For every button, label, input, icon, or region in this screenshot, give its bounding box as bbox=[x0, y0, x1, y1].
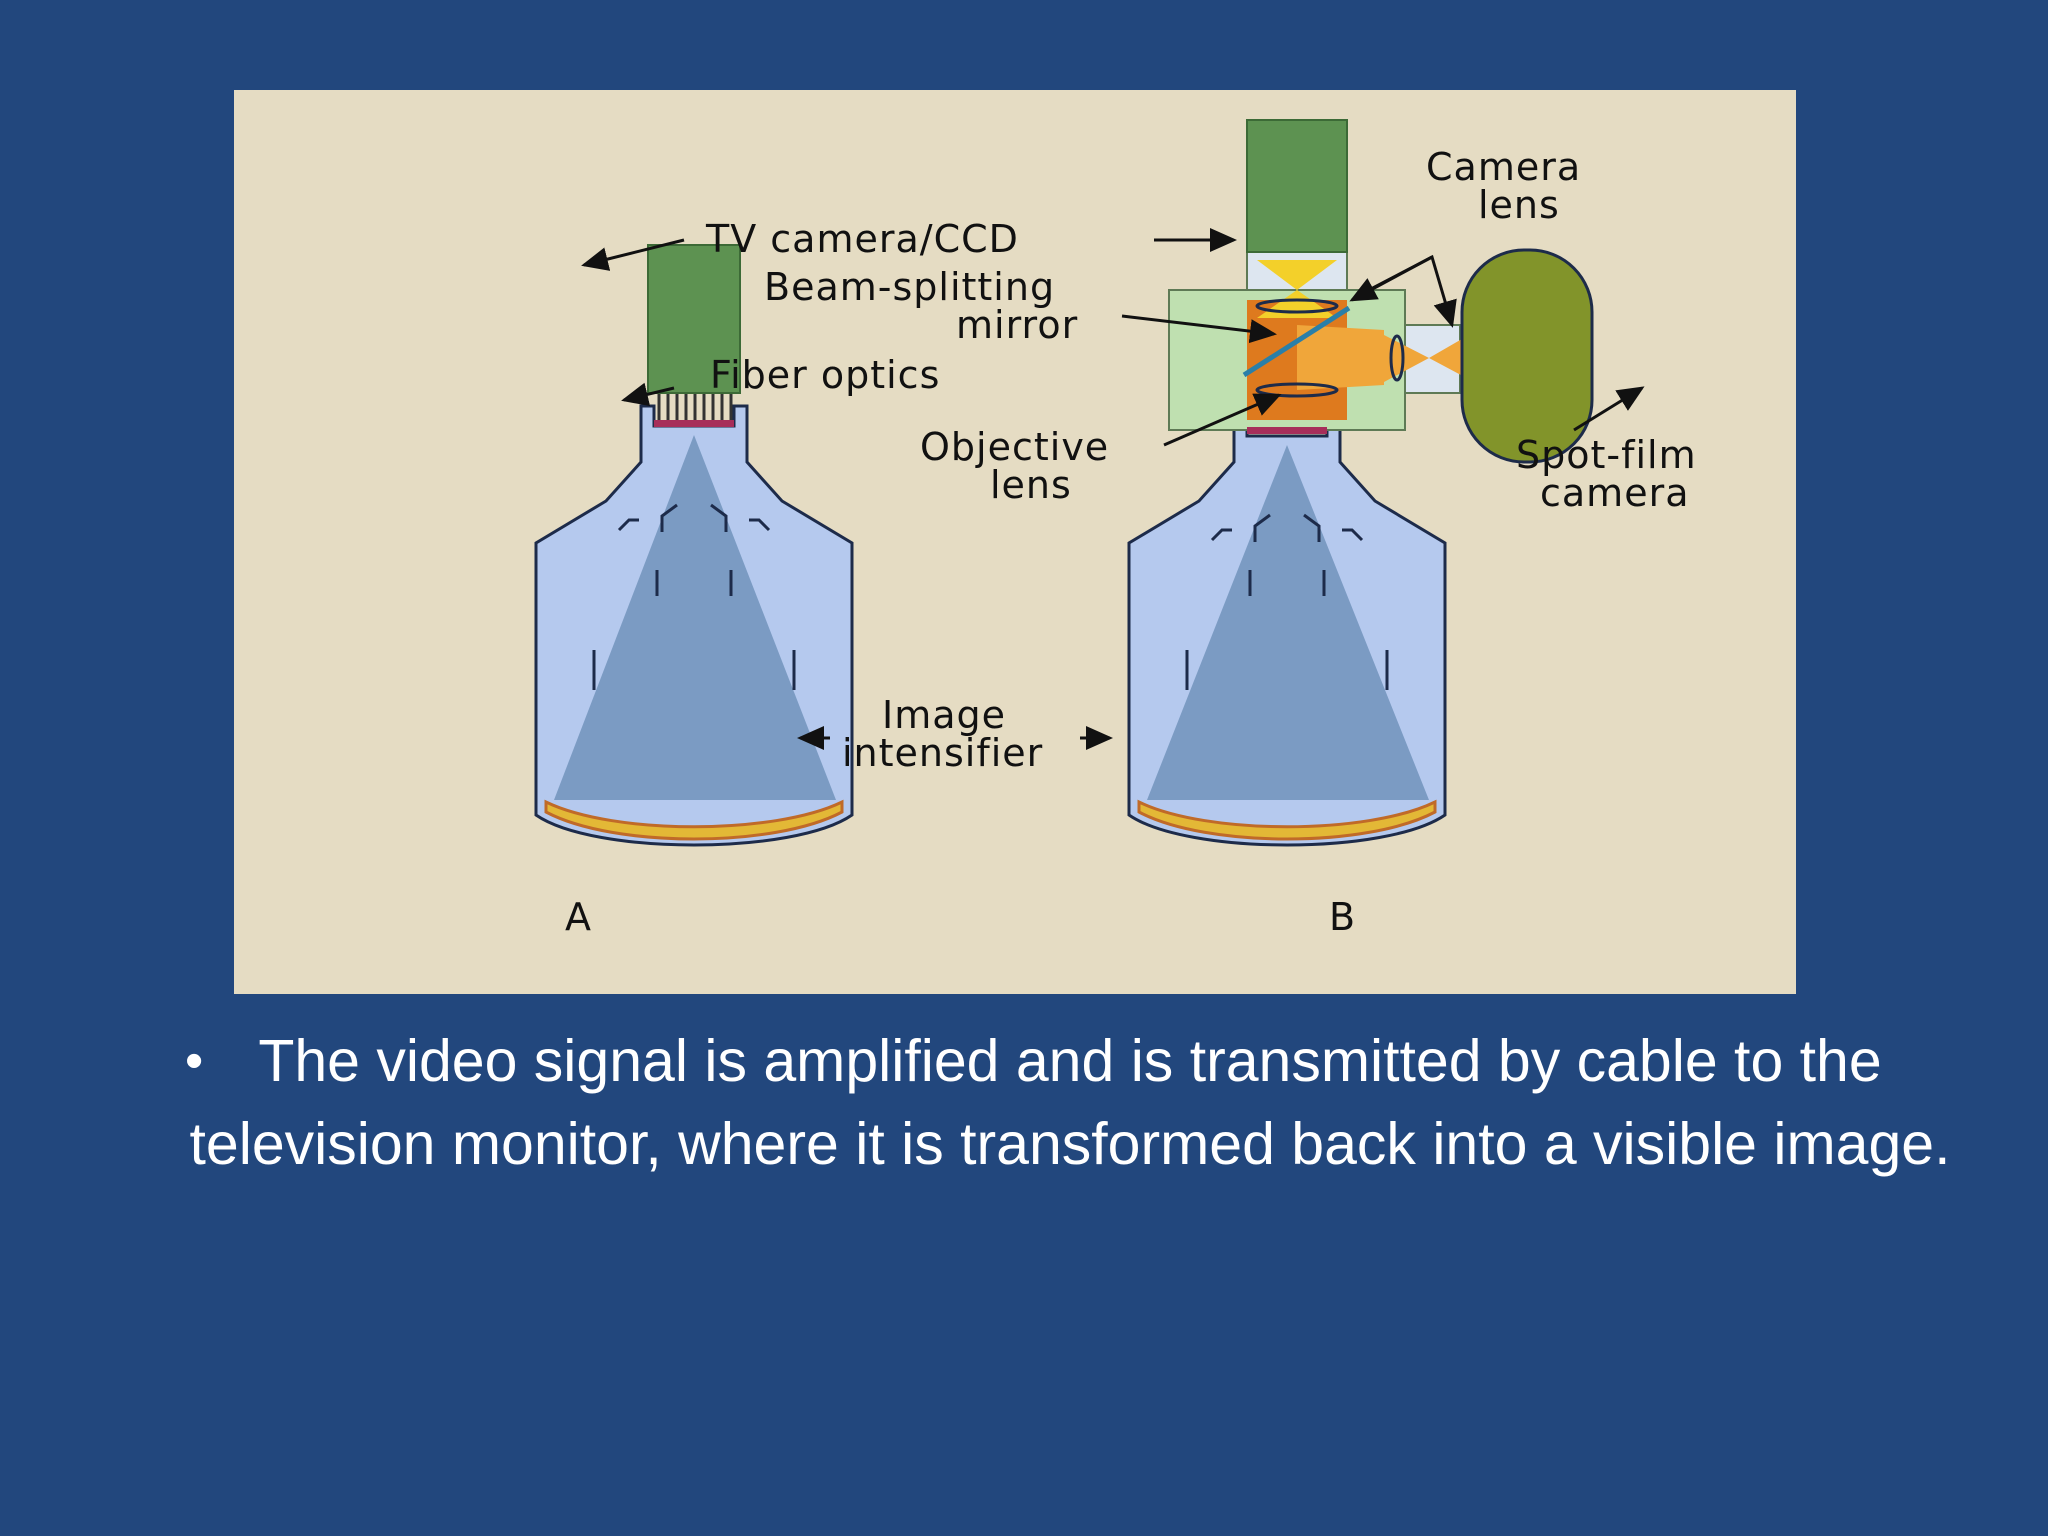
horizontal-light-beam bbox=[1297, 325, 1384, 390]
fluoroscopy-diagram: A bbox=[234, 90, 1796, 994]
input-phosphor-b bbox=[1137, 799, 1437, 841]
tv-camera-b bbox=[1246, 119, 1348, 253]
caption-text: The video signal is amplified and is tra… bbox=[189, 1028, 1951, 1177]
label-intensifier-line1: Image bbox=[882, 693, 1006, 737]
fiber-optics-a bbox=[657, 392, 733, 420]
label-beam-line2: mirror bbox=[956, 303, 1078, 347]
panel-a-label: A bbox=[565, 895, 592, 939]
label-tv-camera: TV camera/CCD bbox=[705, 217, 1019, 261]
output-phosphor-a bbox=[654, 420, 734, 427]
label-objective-line1: Objective bbox=[920, 425, 1109, 469]
cone-a bbox=[554, 435, 836, 800]
spot-film-camera bbox=[1460, 248, 1594, 464]
label-spot-film-line2: camera bbox=[1540, 471, 1689, 515]
label-camera-lens-line1: Camera bbox=[1426, 145, 1581, 189]
camera-lens-top bbox=[1255, 298, 1339, 314]
beam-splitting-mirror bbox=[1242, 305, 1351, 378]
panel-b-label: B bbox=[1329, 895, 1356, 939]
camera-lens-side bbox=[1389, 334, 1405, 382]
cone-b bbox=[1147, 445, 1429, 800]
bullet-marker: • bbox=[185, 1032, 204, 1090]
focusing-electrodes-b bbox=[1185, 513, 1389, 690]
label-objective-line2: lens bbox=[990, 463, 1072, 507]
objective-lens bbox=[1255, 382, 1339, 398]
output-phosphor-b bbox=[1247, 427, 1327, 434]
diagram-svg: A bbox=[534, 119, 1697, 939]
input-phosphor-a bbox=[544, 799, 844, 841]
label-spot-film-line1: Spot-film bbox=[1516, 433, 1697, 477]
tv-camera-a bbox=[647, 244, 741, 394]
focusing-electrodes-a bbox=[592, 503, 796, 690]
callout-arrows bbox=[581, 228, 1645, 750]
label-camera-lens-line2: lens bbox=[1478, 183, 1560, 227]
light-beam-side bbox=[1384, 332, 1474, 382]
label-fiber-optics: Fiber optics bbox=[710, 353, 940, 397]
light-beam-top bbox=[1257, 260, 1337, 318]
label-beam-line1: Beam-splitting bbox=[764, 265, 1055, 309]
label-intensifier-line2: intensifier bbox=[842, 731, 1043, 775]
